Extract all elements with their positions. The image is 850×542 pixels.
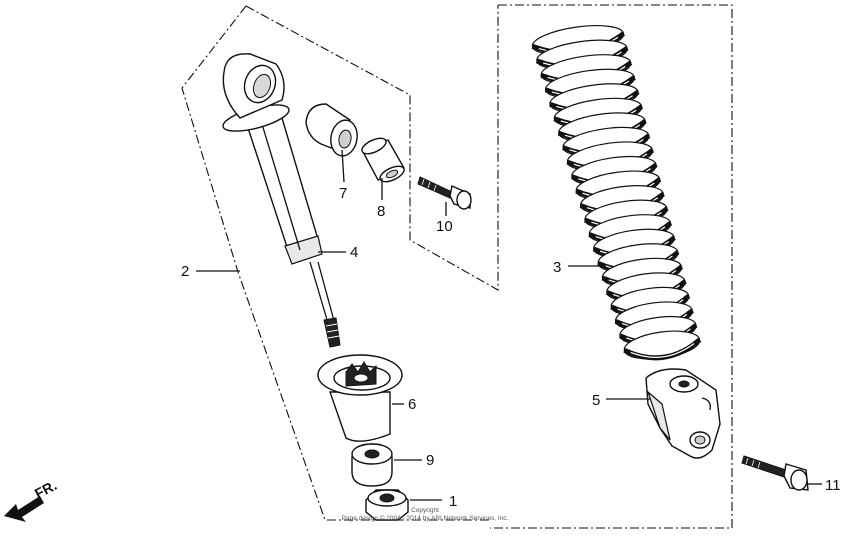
lower-joint-part: [645, 368, 721, 459]
spring-seat-cup-part: [317, 354, 403, 442]
nut-part: [365, 489, 409, 521]
damper-body-part: [222, 53, 341, 348]
leader-lines: [196, 149, 822, 501]
callout-8: 8: [377, 203, 385, 220]
callout-1: 1: [449, 493, 457, 510]
front-direction-indicator: FR.: [4, 477, 59, 522]
callout-7: 7: [339, 185, 347, 202]
callout-5: 5: [592, 392, 600, 409]
front-label: FR.: [32, 477, 59, 502]
upper-bushing-part: [305, 103, 358, 157]
callout-2: 2: [181, 263, 189, 280]
copyright-line-2: Page design © 2004 - 2014 by ARI Network…: [342, 514, 509, 522]
callout-6: 6: [408, 396, 416, 413]
callout-11: 11: [825, 477, 841, 494]
callout-4: 4: [350, 244, 358, 261]
callout-10: 10: [436, 218, 453, 235]
rubber-bushing-part: [351, 443, 393, 487]
group-outline-spring: [490, 4, 733, 529]
front-arrow-icon: [4, 496, 44, 522]
coil-spring-part: [531, 25, 702, 361]
callout-9: 9: [426, 452, 434, 469]
collar-part: [361, 137, 405, 183]
spring-coil-highlight: [630, 343, 695, 358]
callout-3: 3: [553, 259, 561, 276]
copyright-line-1: Copyright: [411, 507, 439, 514]
lower-bolt-part: [741, 455, 809, 491]
upper-bolt-part: [417, 176, 472, 210]
